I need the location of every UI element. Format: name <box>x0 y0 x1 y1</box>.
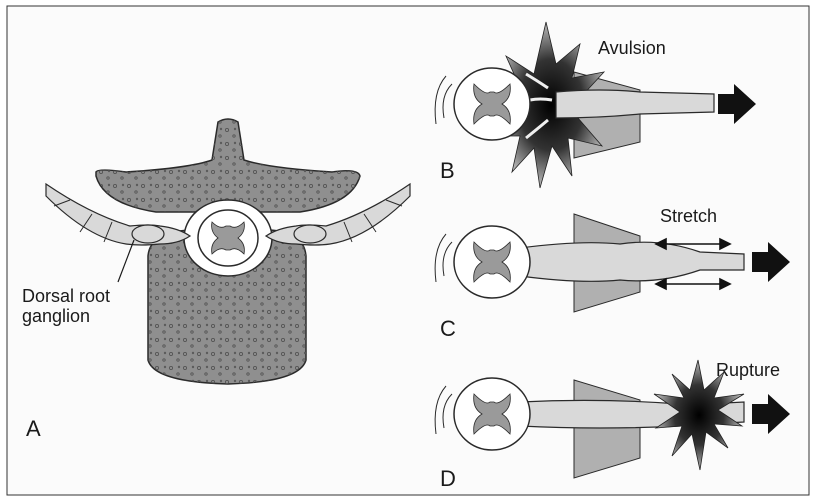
panel-letter-b: B <box>440 158 455 183</box>
caption-rupture: Rupture <box>716 360 780 380</box>
panel-letter-a: A <box>26 416 41 441</box>
caption-avulsion: Avulsion <box>598 38 666 58</box>
ganglion-label-line1: Dorsal root <box>22 286 110 306</box>
right-dorsal-root-ganglion <box>294 225 326 243</box>
panel-letter-d: D <box>440 466 456 491</box>
panel-a-spinal-cord <box>198 210 258 266</box>
ganglion-label-line2: ganglion <box>22 306 90 326</box>
left-dorsal-root-ganglion <box>132 225 164 243</box>
caption-stretch: Stretch <box>660 206 717 226</box>
panel-letter-c: C <box>440 316 456 341</box>
